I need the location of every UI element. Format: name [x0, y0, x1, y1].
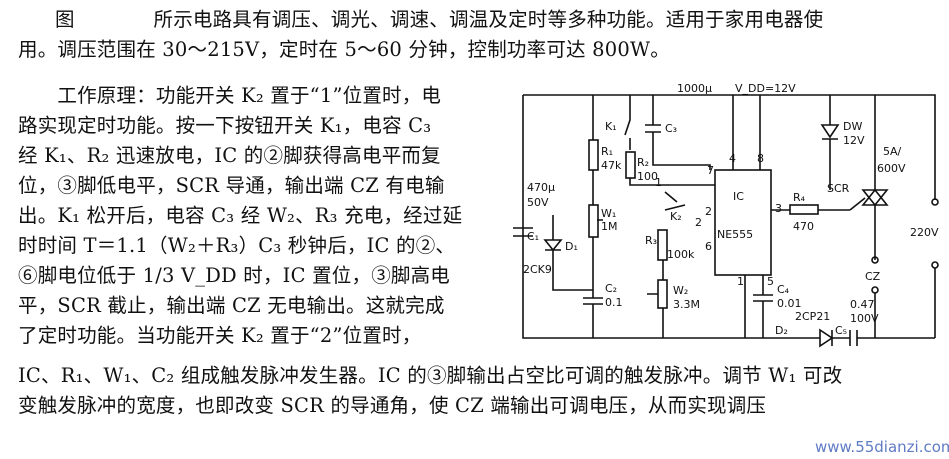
d2-type-label: 2CP21 [795, 310, 830, 323]
c5-capacitor [849, 330, 935, 346]
k2-switch [664, 191, 686, 211]
text-line: 图 所示电路具有调压、调光、调速、调温及定时等多种功能。适用于家用电器使 [55, 8, 824, 31]
w2-label: W₂ [673, 284, 688, 297]
text-line: 时时间 T＝1.1（W₂＋R₃）C₃ 秒钟后，IC 的②、 [18, 234, 456, 257]
c3-capacitor [645, 95, 711, 170]
c1-capacitor [513, 227, 533, 237]
c2-value: 0.1 [605, 296, 623, 309]
pin-7-label: 7 [707, 164, 714, 177]
dw-zener [820, 95, 840, 190]
c4-label: C₄ [777, 283, 790, 296]
c5-value-2: 100V [850, 312, 879, 325]
w1-label: W₁ [601, 207, 616, 220]
text-line: 出。K₁ 松开后，电容 C₃ 经 W₂、R₃ 充电，经过延 [18, 204, 463, 227]
w1-pot [588, 204, 599, 238]
r1-label: R₁ [601, 145, 613, 158]
text-line: 位，③脚低电平，SCR 导通，输出端 CZ 有电输 [18, 174, 445, 197]
c2-label: C₂ [605, 282, 617, 295]
r1-resistor [588, 139, 599, 171]
text-line: 经 K₁、R₂ 迅速放电，IC 的②脚获得高电平而复 [18, 144, 441, 167]
d1-diode [543, 215, 593, 291]
w1-value: 1M [601, 220, 618, 233]
text-line: IC、R₁、W₁、C₂ 组成触发脉冲发生器。IC 的③脚输出占空比可调的触发脉冲… [18, 364, 843, 387]
r4-resistor [789, 204, 819, 215]
dw-volt-label: 12V [843, 134, 865, 147]
k1-switch [624, 95, 631, 150]
k2-pos1-label: 1 [655, 176, 662, 189]
c1-volt-label: 50V [527, 196, 549, 209]
vdd-label: V_DD=12V [735, 82, 796, 95]
c3-label: C₃ [665, 122, 677, 135]
text-line: 用。调压范围在 30～215V，定时在 5～60 分钟，控制功率可达 800W。 [18, 38, 670, 61]
c4-value: 0.01 [777, 297, 802, 310]
w1-wire [592, 219, 603, 290]
scr-triac [849, 95, 889, 260]
c1-label: C₁ [527, 230, 539, 243]
cz-terminal-top [871, 256, 879, 264]
scr-label: SCR [827, 182, 850, 195]
ic-ne555 [714, 169, 772, 276]
text-line: 平，SCR 截止，输出端 CZ 无电输出。这就完成 [18, 294, 445, 317]
c1-cap-label: 470μ [527, 181, 555, 194]
d1-label: D₁ [565, 240, 578, 253]
r4-label: R₄ [793, 191, 806, 204]
r2-resistor [625, 151, 636, 179]
mains-terminal-top [931, 198, 939, 206]
c2-capacitor [583, 290, 603, 338]
cz-label: CZ [865, 270, 881, 283]
r2-wire [629, 178, 715, 186]
r1-value: 47k [601, 159, 622, 172]
cz-terminal-bottom [871, 286, 879, 294]
text-line: 变触发脉冲的宽度，也即改变 SCR 的导通角，使 CZ 端输出可调电压，从而实现… [18, 394, 767, 417]
w2-value: 3.3M [673, 298, 700, 311]
ic-power-wires [732, 95, 764, 338]
c3-top-label: 1000μ [677, 82, 712, 95]
r2-value: 100 [637, 170, 658, 183]
c5-label: C₅ [835, 324, 847, 337]
pin-1-label: 1 [737, 275, 744, 288]
k1-label: K₁ [605, 120, 617, 133]
watermark: www.55dianzi.com [815, 438, 949, 456]
c5-value-1: 0.47 [850, 298, 875, 311]
text-line: 路实现定时功能。按一下按钮开关 K₁，电容 C₃ [18, 114, 432, 137]
text-line: ⑥脚电位低于 1/3 V_DD 时，IC 置位，③脚高电 [18, 264, 451, 287]
pin-2-label: 2 [705, 205, 712, 218]
text-line: 工作原理：功能开关 K₂ 置于“1”位置时，电 [18, 84, 442, 107]
pin-3-label: 3 [775, 202, 782, 215]
scr-rating-2: 600V [877, 162, 906, 175]
mains-terminal-bottom [931, 261, 939, 269]
scr-rating-1: 5A/ [883, 145, 902, 158]
d2-diode [810, 328, 850, 348]
ic-label: IC [733, 190, 744, 203]
c4-capacitor [753, 285, 773, 338]
text-line: 了定时功能。当功能开关 K₂ 置于“2”位置时， [18, 324, 422, 347]
w2-pot [657, 279, 668, 309]
mains-label: 220V [910, 226, 939, 239]
k2-pos2-label: 2 [695, 216, 702, 229]
ic-type-label: NE555 [717, 228, 753, 241]
left-rail-wire [522, 95, 810, 339]
dw-label: DW [843, 120, 862, 133]
pin-6-label: 6 [705, 240, 712, 253]
pin-5-label: 5 [767, 275, 774, 288]
r3-value: 100k [667, 248, 695, 261]
d2-label: D₂ [775, 324, 788, 337]
top-rail-wire [563, 94, 936, 200]
w2-wire [647, 293, 664, 338]
r3-label: R₃ [645, 234, 657, 247]
circuit-diagram: 470μ 50V C₁ K₁ R₁ 47k R₂ 100 C₃ 1000μ W₁… [513, 82, 939, 348]
r2-label: R₂ [637, 156, 649, 169]
d1-type-label: 2CK9 [523, 263, 552, 276]
k2-label: K₂ [670, 210, 682, 223]
r4-value: 470 [793, 220, 814, 233]
r3-resistor [657, 229, 668, 261]
